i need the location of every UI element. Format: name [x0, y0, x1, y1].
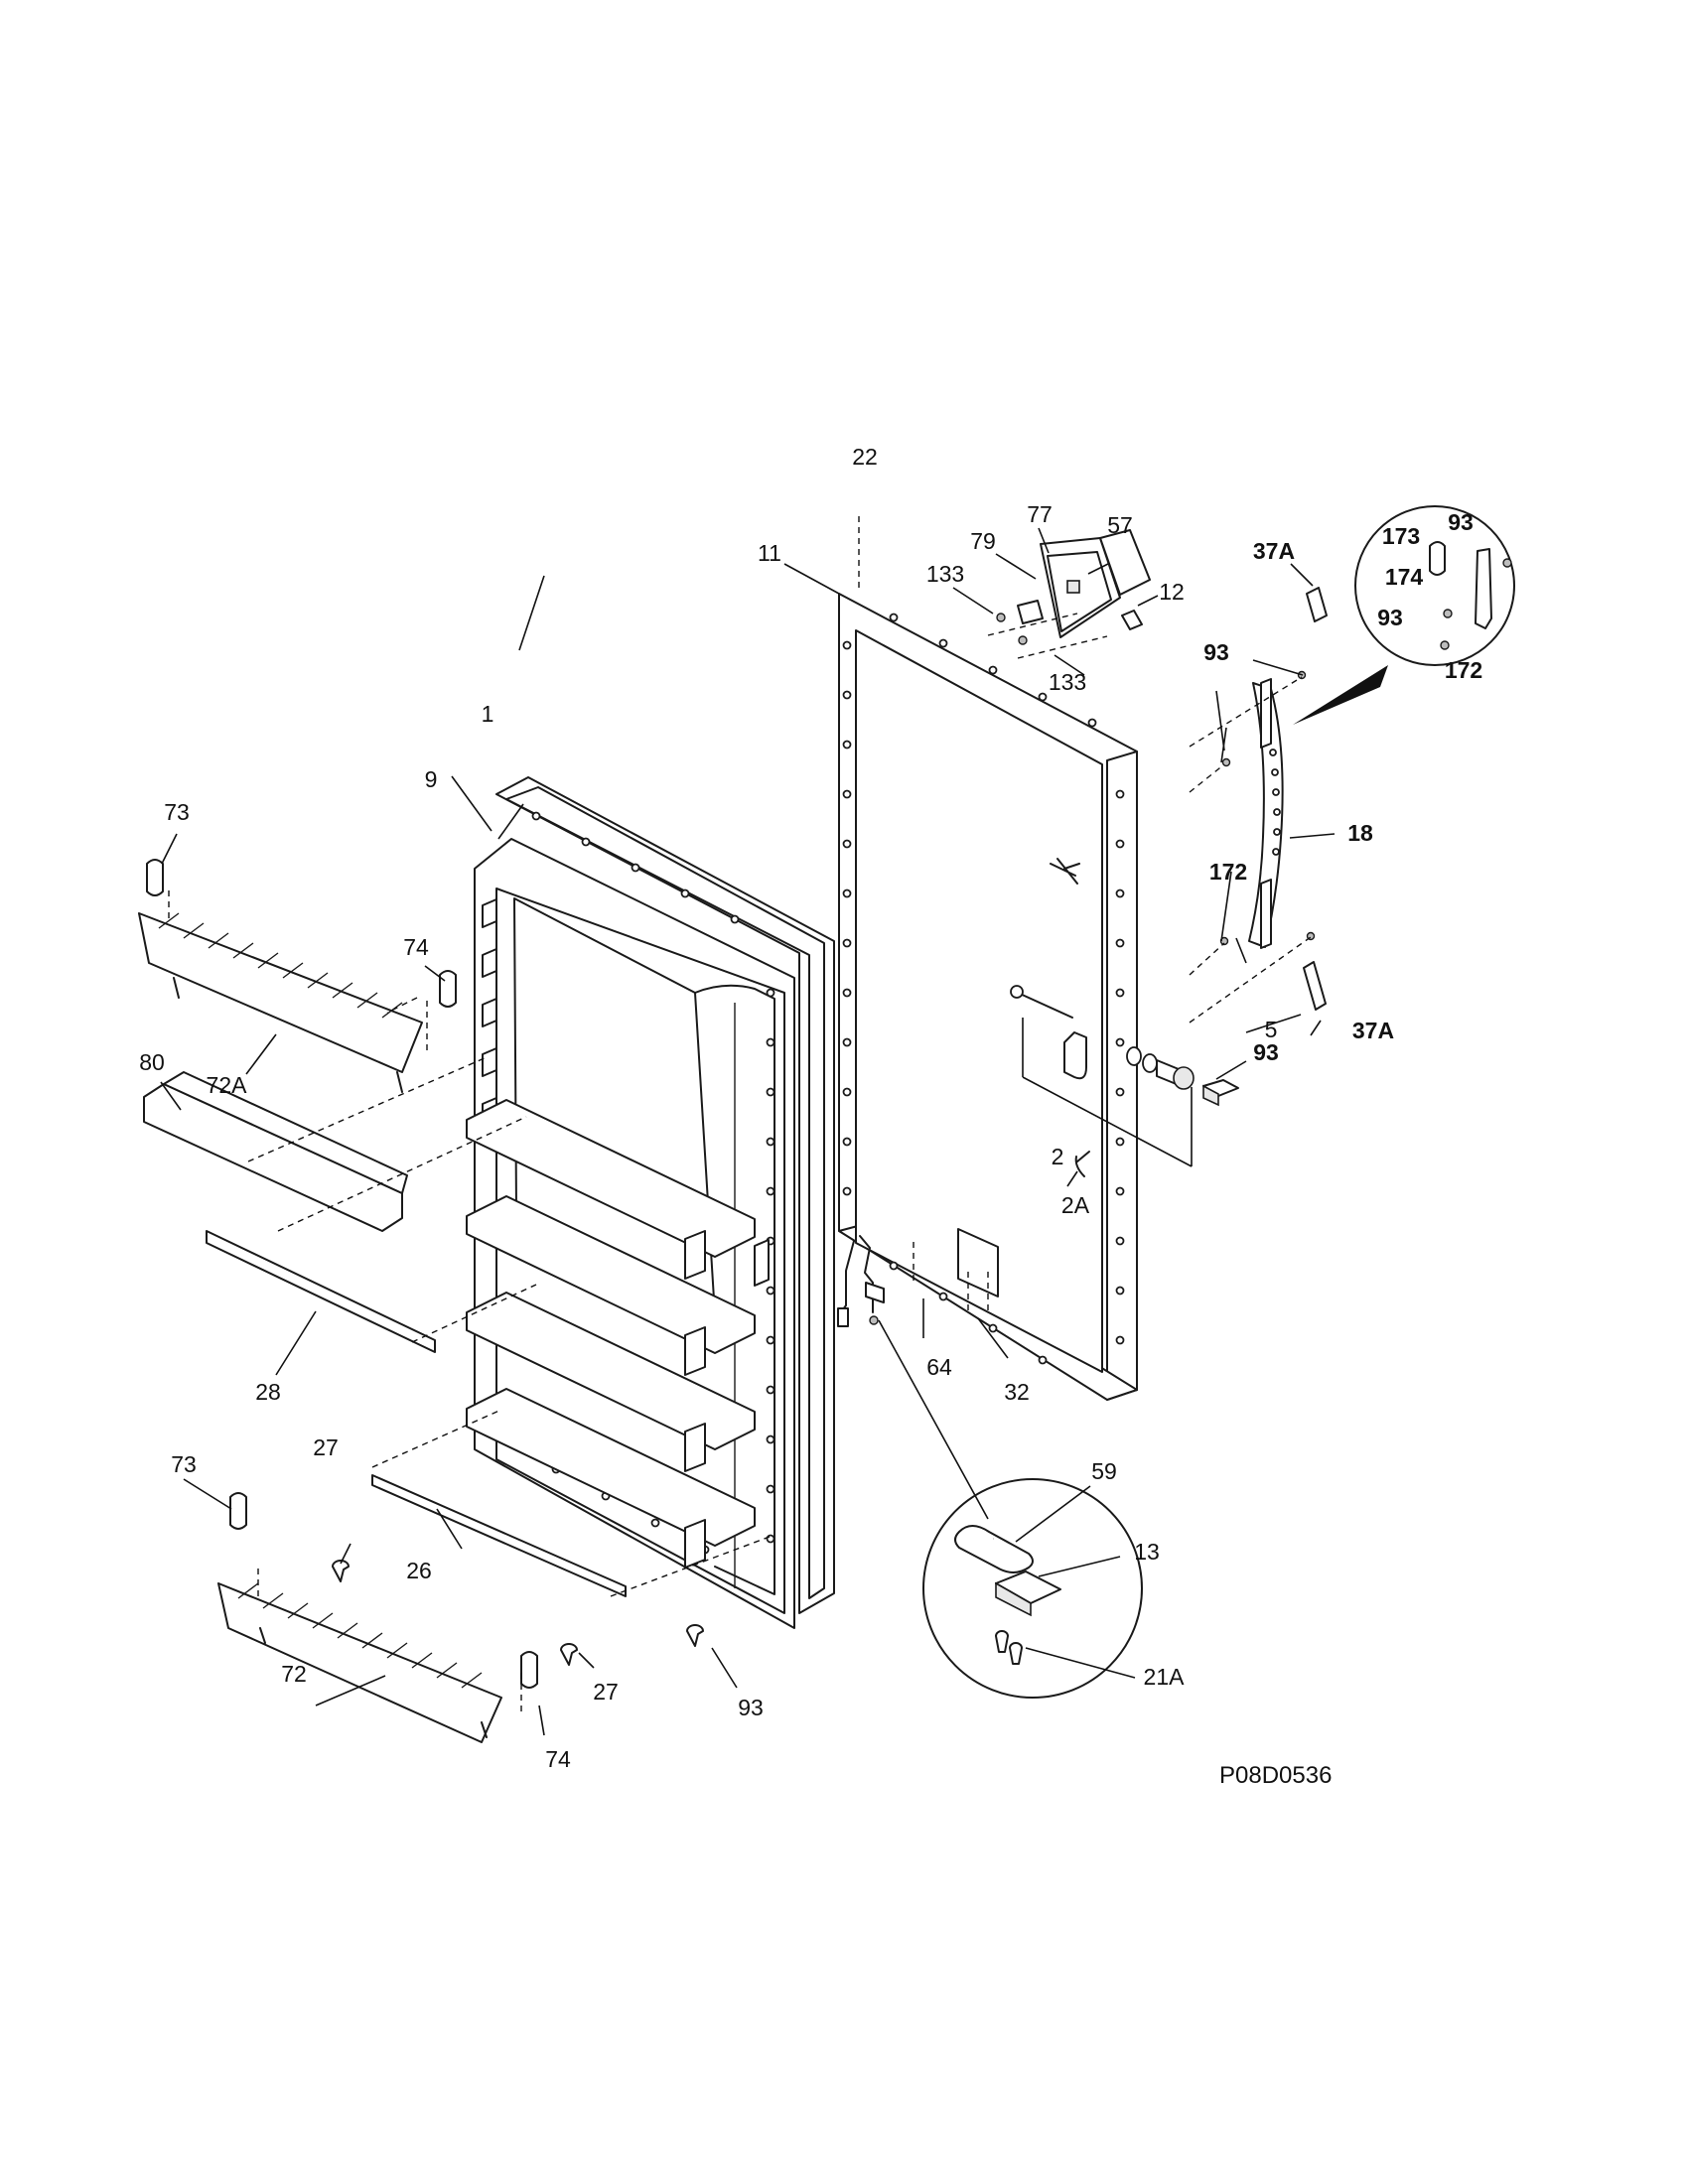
- rail-26: [371, 1474, 627, 1597]
- clip-74-top: [439, 970, 457, 1008]
- callout-59: 59: [1091, 1458, 1117, 1484]
- bracket-77: [996, 529, 1151, 645]
- clip-73-bottom: [229, 1492, 247, 1530]
- callout-172: 172: [1209, 859, 1247, 885]
- callout-9: 9: [425, 766, 438, 792]
- callout-57: 57: [1107, 512, 1133, 538]
- callout-80: 80: [139, 1049, 165, 1075]
- callout-93: 93: [1448, 509, 1474, 535]
- lock-assembly: [1022, 1018, 1239, 1167]
- handle-detail-magnifier: [1293, 505, 1515, 725]
- clip-74-bottom: [520, 1651, 538, 1689]
- callout-2: 2: [1052, 1144, 1064, 1169]
- callout-93: 93: [1203, 639, 1229, 665]
- callout-172: 172: [1445, 657, 1482, 683]
- inner-hardware: [957, 858, 1090, 1297]
- handle-trim-37a: [1303, 587, 1328, 1011]
- callout-93: 93: [1253, 1039, 1279, 1065]
- rail-28: [206, 1230, 436, 1353]
- leader-lines: [160, 516, 1336, 1736]
- callout-28: 28: [255, 1379, 281, 1405]
- callout-32: 32: [1004, 1379, 1030, 1405]
- callout-37a: 37A: [1253, 538, 1295, 564]
- callout-72a: 72A: [207, 1072, 248, 1098]
- callout-1: 1: [482, 701, 494, 727]
- clip-73-top: [146, 859, 164, 896]
- callout-13: 13: [1134, 1539, 1160, 1565]
- shelf-72: [217, 1582, 502, 1743]
- callout-12: 12: [1159, 579, 1185, 605]
- callout-27: 27: [313, 1434, 339, 1460]
- callout-26: 26: [406, 1558, 432, 1583]
- callout-173: 173: [1382, 523, 1420, 549]
- outer-door-panel: [838, 593, 1138, 1401]
- bin-80: [143, 1071, 408, 1232]
- callout-74: 74: [403, 934, 429, 960]
- callout-74: 74: [545, 1746, 571, 1772]
- callout-18: 18: [1347, 820, 1373, 846]
- door-gasket: [495, 776, 835, 1614]
- callout-174: 174: [1385, 564, 1424, 590]
- callout-93: 93: [738, 1695, 764, 1720]
- drawing-code: P08D0536: [1219, 1762, 1332, 1789]
- callout-11: 11: [758, 540, 781, 566]
- callout-133: 133: [926, 561, 964, 587]
- callout-79: 79: [970, 528, 996, 554]
- door-switch-wiring: [837, 1235, 885, 1327]
- handle-18: [1248, 678, 1284, 949]
- callout-93: 93: [1377, 605, 1403, 630]
- screws-27-93: [332, 1560, 704, 1666]
- callout-73: 73: [171, 1451, 197, 1477]
- callout-37a: 37A: [1352, 1018, 1394, 1043]
- callout-21a: 21A: [1144, 1664, 1186, 1690]
- callout-2a: 2A: [1061, 1192, 1090, 1218]
- hinge-detail-magnifier: [878, 1319, 1143, 1699]
- callout-73: 73: [164, 799, 190, 825]
- callout-5: 5: [1265, 1017, 1278, 1042]
- callout-22: 22: [852, 444, 878, 470]
- callout-72: 72: [281, 1661, 307, 1687]
- callout-77: 77: [1027, 501, 1053, 527]
- callout-64: 64: [926, 1354, 952, 1380]
- liner-shelf-ledges: [466, 1099, 770, 1569]
- callout-27: 27: [593, 1679, 619, 1705]
- callout-133: 133: [1049, 669, 1086, 695]
- shelf-72a: [138, 912, 423, 1093]
- outer-panel-holes: [842, 613, 1125, 1365]
- callout-labels: 22 11 133 79 77 57 12 133 37A 93 173 174…: [139, 444, 1482, 1772]
